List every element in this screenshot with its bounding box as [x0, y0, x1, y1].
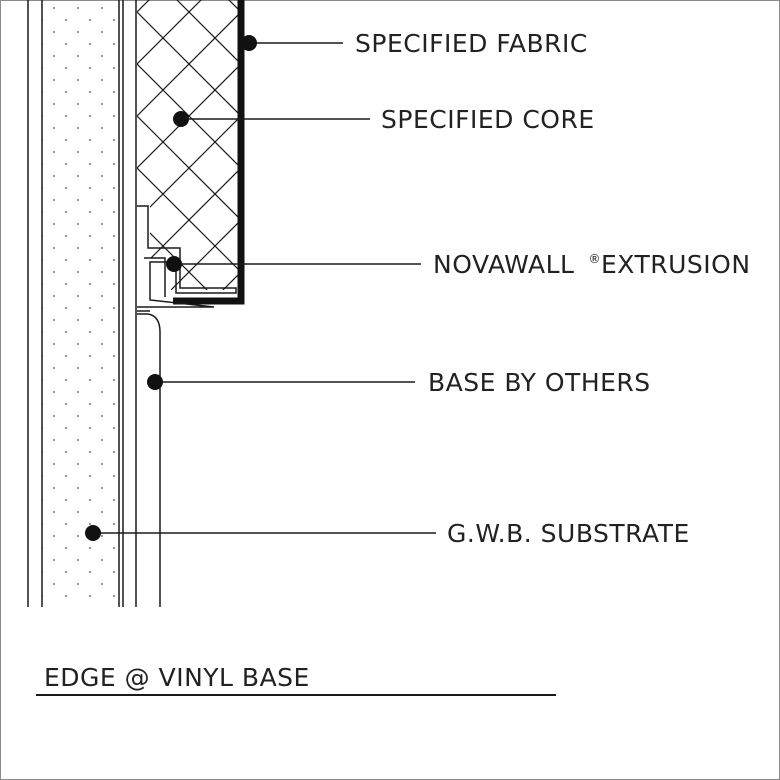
callout-extrusion-name: NOVAWALL [433, 250, 575, 279]
detail-title: EDGE @ VINYL BASE [44, 663, 310, 692]
core-hatch-line [137, 167, 240, 273]
core-hatch-line [137, 219, 240, 290]
core-hatch-line [137, 115, 240, 221]
core-hatch-line [137, 532, 241, 636]
core-hatch-line [137, 0, 240, 13]
callout-core-label: SPECIFIED CORE [381, 105, 595, 134]
callout-fabric-label: SPECIFIED FABRIC [355, 29, 588, 58]
gwb-substrate [27, 0, 124, 607]
specified-fabric [173, 0, 245, 305]
callout-extrusion-mark: ® [589, 252, 602, 266]
core-hatch-line [137, 376, 241, 480]
core-hatch-line [137, 480, 241, 584]
core-hatch-line [137, 428, 241, 532]
core-hatch-line [137, 376, 241, 480]
vinyl-base [137, 310, 161, 607]
core-hatch-line [137, 480, 241, 584]
callout-extrusion-word: EXTRUSION [601, 250, 751, 279]
core-hatch-line [137, 0, 240, 65]
leader-extrusion [166, 256, 421, 272]
core-hatch-line [137, 532, 241, 636]
core-hatch-line [137, 428, 241, 532]
core-hatch-line [137, 0, 240, 13]
callout-substrate-label: G.W.B. SUBSTRATE [447, 519, 690, 548]
novawall-extrusion [137, 205, 237, 308]
leader-substrate [85, 525, 436, 541]
callout-extrusion-label: NOVAWALL ®EXTRUSION [433, 250, 751, 279]
callout-base-label: BASE BY OTHERS [428, 368, 651, 397]
core-hatch-line [137, 63, 240, 169]
leader-base [147, 374, 415, 390]
leader-fabric [241, 35, 343, 51]
core-hatch-line [137, 271, 240, 290]
leader-core [173, 111, 370, 127]
specified-core [137, 0, 241, 636]
core-hatch-line [137, 0, 240, 65]
core-hatch-line [137, 11, 240, 117]
